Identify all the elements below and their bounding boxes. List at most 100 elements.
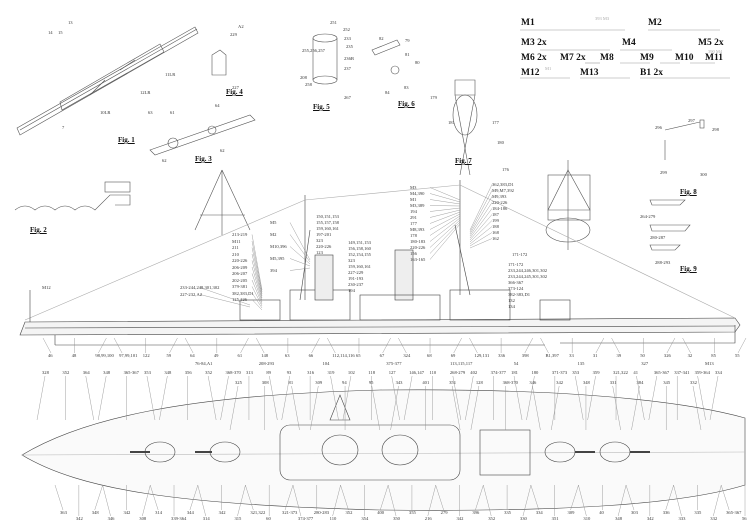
bow-callout: 373-124 (508, 286, 524, 291)
leader-line (469, 214, 493, 241)
plan-top-label: 146,147 (409, 370, 425, 375)
plan-top-label: 102 (347, 370, 355, 375)
plan-bottom-label: 336 (662, 510, 670, 515)
leader-line (251, 292, 263, 309)
plan-top-label: 364 (82, 370, 90, 375)
leader-line (85, 375, 94, 421)
fig7-callout: 180 (497, 140, 504, 145)
side-bottom-label: 66 (308, 353, 314, 358)
fore-callout: M10,396 (270, 244, 287, 249)
leader-line (197, 484, 206, 517)
side-bottom-label: 112,114,116 (332, 353, 355, 358)
bow-callout: 171-172 (512, 252, 528, 257)
plan-bottom-label: 351 (551, 516, 559, 521)
side-bottom-label: 76-84,A1 (195, 361, 213, 366)
side-bottom-label: 67 (379, 353, 385, 358)
plan-bottom-label: 321,322 (250, 510, 266, 515)
fig7-callout: 176 (502, 167, 509, 172)
fig5-callout: 267 (344, 95, 351, 100)
fig5-callout: 236B (344, 56, 354, 61)
plan-top-label: 308 (261, 380, 269, 385)
fig2-drawing (14, 181, 131, 211)
side-bottom-label: 68 (427, 353, 432, 358)
plan-bottom-label: 333 (678, 516, 686, 521)
leader-line (284, 484, 294, 511)
plan-bottom-label: 346 (107, 516, 115, 521)
leader-line (390, 385, 399, 431)
leader-line (429, 217, 461, 242)
side-bottom-label: M13 (705, 361, 714, 366)
plan-top-label: 127 (388, 370, 396, 375)
fig7-callout: 179 (430, 95, 437, 100)
plan-top-label: 353 (143, 370, 151, 375)
bow-callout: 132 (508, 298, 515, 303)
mast-callout: M3,389 (410, 203, 425, 208)
leader-line (524, 337, 533, 354)
plan-top-label: 328 (42, 370, 49, 375)
plan-view-hull (21, 389, 746, 511)
bow-callout: 233,244,245,301,302 (508, 274, 548, 279)
mast-callout: 178 (410, 233, 417, 238)
leader-line (245, 484, 254, 511)
leader-line (382, 337, 391, 354)
fig4-callout: 229 (230, 32, 237, 37)
plan-top-label: 365-367 (123, 370, 139, 375)
leader-line (199, 294, 251, 308)
side-bottom-label: 104 (322, 361, 330, 366)
plan-bottom-label: 352 (488, 516, 496, 521)
mast-callout: 163-165 (410, 257, 426, 262)
plan-top-label: 81 (288, 380, 294, 385)
bow-callout: 233,244,246,301,302 (508, 268, 548, 273)
fig6-callout: 81 (405, 52, 410, 57)
leader-line (526, 375, 535, 421)
mast-callout: M4,390 (410, 191, 425, 196)
side-bottom-label: 49 (213, 353, 219, 358)
plan-bottom-label: 310 (583, 516, 591, 521)
side-bottom-label: 324 (403, 353, 411, 358)
funnel-callout: 155,157,158 (316, 220, 339, 225)
plan-top-label: 345 (663, 380, 671, 385)
legend-item-m9: M9 (640, 53, 654, 63)
leader-line (403, 375, 413, 421)
leader-line (289, 267, 311, 271)
leader-line (229, 385, 239, 431)
plan-bottom-label: 352 (345, 510, 353, 515)
fig1-callout: 10LR (100, 110, 111, 115)
plan-bottom-label: 342 (456, 516, 464, 521)
plan-bottom-label: 348 (615, 516, 622, 521)
bow-callout: 382-383,D1 (508, 292, 531, 297)
leader-line (251, 234, 263, 291)
plan-top-label: 346 (529, 380, 537, 385)
side-bottom-label: 336 (498, 353, 505, 358)
plan-top-label: 352 (62, 370, 70, 375)
side-bottom-label: 65 (355, 353, 361, 358)
side-callout: 379-381 (232, 284, 248, 289)
legend-item-m5: M5 2x (698, 38, 724, 48)
leader-line (159, 375, 168, 421)
plan-top-label: 313 (245, 370, 253, 375)
plan-top-label: 343 (395, 380, 403, 385)
fig9-callout: 264-279 (640, 214, 656, 219)
legend-note: 390 M4 (708, 49, 723, 54)
leader-line (595, 337, 605, 354)
leader-line (673, 484, 682, 517)
leader-line (636, 375, 645, 421)
mast-callout: 184-186 (492, 206, 508, 211)
leader-line (452, 375, 462, 421)
bow-callout: 171-172 (508, 262, 524, 267)
plan-bottom-label: 363 (60, 510, 67, 515)
leader-line (530, 484, 540, 511)
fig3-drawing (149, 114, 256, 156)
leader-line (475, 484, 484, 511)
leader-line (631, 385, 640, 431)
plan-top-label: 321,322 (613, 370, 628, 375)
plan-top-label: 316 (307, 370, 314, 375)
fig6-callout: 82 (379, 36, 384, 41)
leader-line (251, 260, 263, 299)
plan-bottom-label: 314 (155, 510, 163, 515)
plan-top-label: 371-373 (551, 370, 568, 375)
plan-bottom-label: 335 (504, 510, 511, 515)
fig5-title: Fig. 5 (313, 103, 330, 111)
leader-line (469, 238, 493, 249)
plan-top-label: 337-341 (674, 370, 690, 375)
